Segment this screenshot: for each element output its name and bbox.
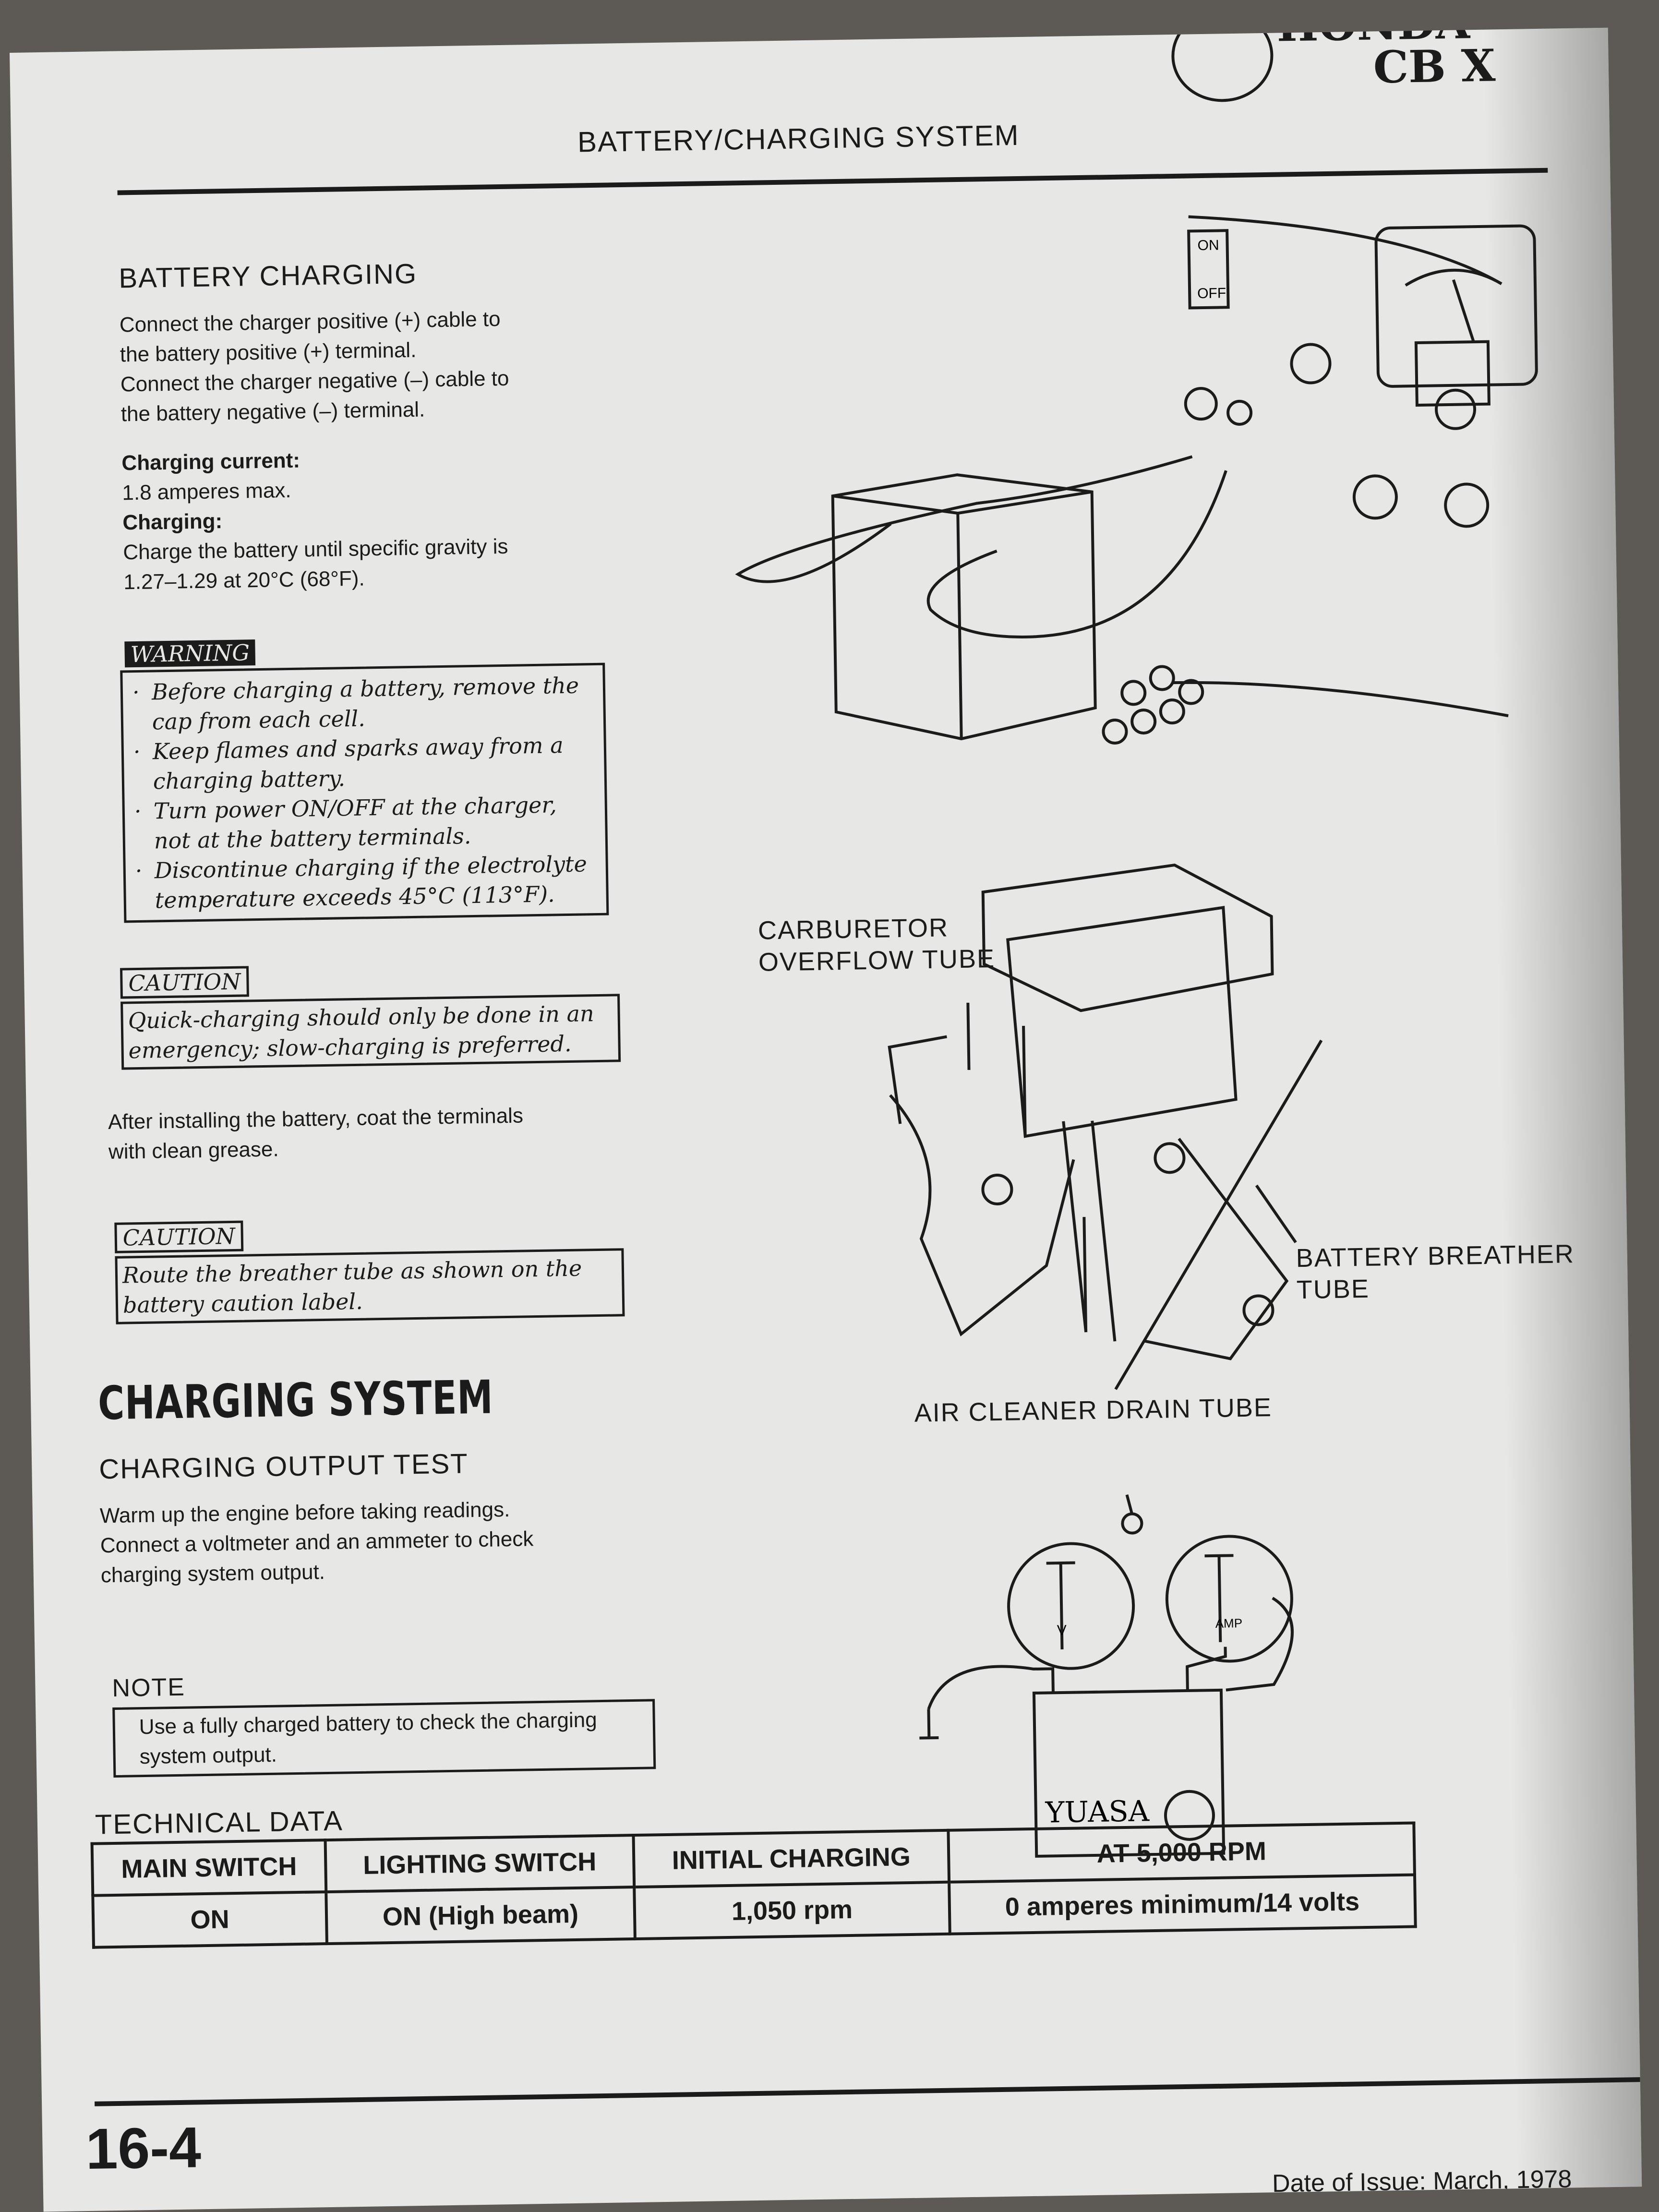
table-cell: 0 amperes minimum/14 volts bbox=[949, 1875, 1416, 1934]
technical-data-title: TECHNICAL DATA bbox=[95, 1805, 344, 1840]
load-lead bbox=[1125, 1494, 1133, 1515]
air-cleaner-drain-label: AIR CLEANER DRAIN TUBE bbox=[914, 1393, 1273, 1428]
ammeter-lead bbox=[1226, 1597, 1294, 1692]
yuasa-logo-circle bbox=[1164, 1790, 1215, 1841]
cell-cap bbox=[1120, 680, 1147, 706]
battery-breather-tube bbox=[1114, 1039, 1323, 1390]
leader-line bbox=[966, 1002, 971, 1070]
charger-hookup-illustration: ON OFF bbox=[735, 215, 1538, 745]
honda-wing-logo bbox=[1170, 27, 1274, 103]
warning-item: Before charging a battery, remove the ca… bbox=[151, 670, 594, 736]
label-line: OVERFLOW TUBE bbox=[758, 944, 996, 977]
charger-terminal bbox=[1184, 387, 1218, 421]
battery-charging-title: BATTERY CHARGING bbox=[118, 258, 418, 294]
carburetor-overflow-label: CARBURETOR OVERFLOW TUBE bbox=[757, 911, 995, 978]
cell-cap bbox=[1102, 719, 1128, 745]
charger-cable-positive bbox=[735, 455, 1193, 583]
label-line: CARBURETOR bbox=[757, 913, 949, 945]
battery-case bbox=[1032, 1688, 1226, 1858]
caution-box: Route the breather tube as shown on the … bbox=[115, 1248, 625, 1324]
table-cell: ON bbox=[93, 1892, 327, 1948]
table-header-cell: INITIAL CHARGING bbox=[633, 1830, 950, 1887]
warning-item: Discontinue charging if the electrolyte … bbox=[154, 849, 597, 915]
frame-member bbox=[889, 1094, 1075, 1337]
carburetor-overflow-tube bbox=[888, 1035, 947, 1124]
caution-box: Quick-charging should only be done in an… bbox=[120, 994, 621, 1070]
battery-tray bbox=[981, 863, 1274, 1012]
charger-power-switch bbox=[1187, 229, 1230, 310]
frame-bracket bbox=[1143, 1138, 1289, 1360]
charger-meter bbox=[1374, 224, 1538, 388]
charging-system-title: CHARGING SYSTEM bbox=[97, 1370, 494, 1431]
label-line: BATTERY BREATHER bbox=[1296, 1239, 1575, 1273]
ground-lead bbox=[927, 1665, 1055, 1710]
meter-scale bbox=[1405, 268, 1503, 287]
battery-charging-text: Connect the charger positive (+) cable t… bbox=[119, 302, 651, 597]
charging-system-text: Warm up the engine before taking reading… bbox=[99, 1492, 701, 1591]
warning-tag: WARNING bbox=[124, 639, 256, 668]
table-header-cell: MAIN SWITCH bbox=[92, 1840, 326, 1896]
ammeter bbox=[1165, 1535, 1293, 1663]
charger-terminal bbox=[1226, 399, 1253, 426]
switch-on-label: ON bbox=[1197, 237, 1219, 253]
tube-routing-illustration bbox=[888, 863, 1323, 1390]
positive-lead bbox=[1186, 1647, 1227, 1691]
issue-date: Date of Issue: March, 1978 bbox=[1272, 2165, 1572, 2198]
after-install-text: After installing the battery, coat the t… bbox=[108, 1098, 685, 1167]
header-rule bbox=[117, 168, 1548, 195]
cell-cap bbox=[1149, 665, 1175, 691]
caution-tag: CAUTION bbox=[120, 966, 249, 999]
battery-body bbox=[831, 473, 1097, 741]
note-box: Use a fully charged battery to check the… bbox=[112, 1699, 656, 1778]
charger-selector bbox=[1414, 340, 1491, 407]
page-curl-shadow bbox=[1483, 27, 1642, 2189]
charger-lamp bbox=[1444, 482, 1490, 528]
voltmeter bbox=[1007, 1542, 1135, 1670]
page-number: 16-4 bbox=[85, 2115, 202, 2182]
battery-case bbox=[1006, 906, 1238, 1138]
warning-item: Turn power ON/OFF at the charger, not at… bbox=[153, 789, 596, 855]
charger-knob bbox=[1435, 388, 1477, 430]
warning-item: Keep flames and sparks away from a charg… bbox=[152, 730, 595, 796]
charger-panel-bottom bbox=[1171, 681, 1509, 718]
brand-block: HONDA CB X bbox=[1276, 28, 1496, 94]
battery-brand-label: YUASA bbox=[1045, 1794, 1150, 1829]
cell-cap bbox=[1178, 679, 1204, 705]
mount-bolt bbox=[1154, 1142, 1186, 1174]
warning-box: Before charging a battery, remove the ca… bbox=[120, 662, 609, 923]
meter-hookup-illustration: V AMP YUASA bbox=[919, 1494, 1294, 1858]
air-cleaner-drain-tube bbox=[1091, 1120, 1117, 1342]
note-label: NOTE bbox=[112, 1673, 186, 1703]
section-title: BATTERY/CHARGING SYSTEM bbox=[577, 119, 1020, 158]
air-cleaner-drain-tube bbox=[1062, 1121, 1088, 1333]
switch-off-label: OFF bbox=[1197, 285, 1226, 301]
manual-page: HONDA CB X BATTERY/CHARGING SYSTEM BATTE… bbox=[10, 27, 1642, 2212]
battery-breather-label: BATTERY BREATHER TUBE bbox=[1296, 1238, 1575, 1306]
charger-cable-negative bbox=[926, 470, 1227, 638]
mount-bolt bbox=[1242, 1294, 1274, 1326]
charging-output-test-title: CHARGING OUTPUT TEST bbox=[98, 1448, 469, 1485]
footer-rule bbox=[95, 2077, 1640, 2106]
charger-lamp bbox=[1352, 474, 1398, 520]
voltmeter-label: V bbox=[1057, 1623, 1067, 1638]
leader-line bbox=[1255, 1184, 1297, 1243]
table-header-cell: LIGHTING SWITCH bbox=[325, 1835, 635, 1892]
charger-knob bbox=[1290, 343, 1332, 385]
label-line: TUBE bbox=[1296, 1274, 1370, 1305]
leader-line bbox=[1082, 1217, 1088, 1333]
mount-bolt bbox=[981, 1173, 1013, 1205]
caution-tag: CAUTION bbox=[114, 1220, 244, 1253]
charger-panel-edge bbox=[1188, 215, 1503, 285]
table-cell: 1,050 rpm bbox=[634, 1882, 950, 1939]
table-cell: ON (High beam) bbox=[326, 1887, 635, 1944]
cell-cap bbox=[1130, 709, 1157, 735]
meter-needle bbox=[1452, 279, 1475, 343]
cell-cap bbox=[1159, 698, 1185, 725]
ammeter-label: AMP bbox=[1215, 1616, 1242, 1631]
